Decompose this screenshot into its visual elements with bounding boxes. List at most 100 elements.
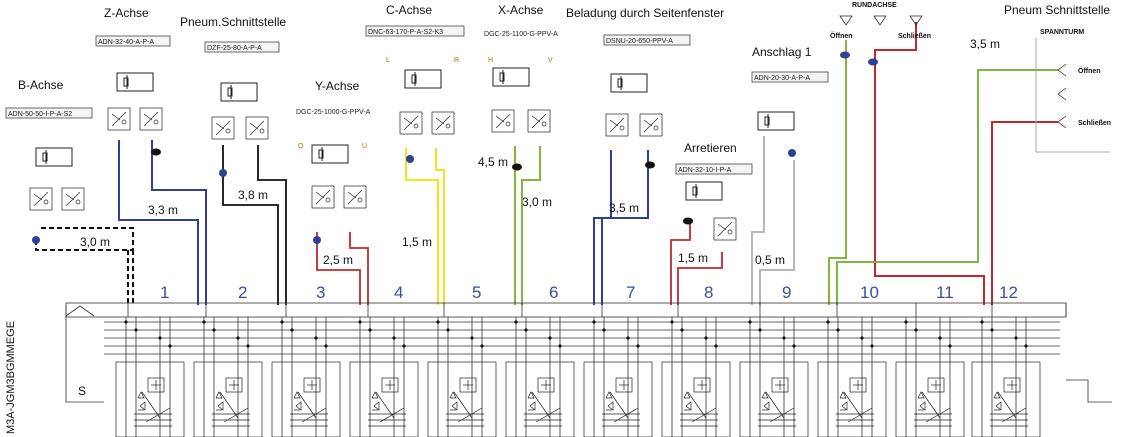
cylinder-x-achse <box>492 67 530 87</box>
valve-module-frame <box>271 361 341 437</box>
length-label: 3,0 m <box>522 195 552 209</box>
solenoid-valve-symbol <box>523 377 563 427</box>
valve-module-frame <box>193 361 263 437</box>
port-dot <box>32 236 40 244</box>
junction-dot <box>124 320 128 324</box>
code-x-achse: DGC-25-1100-G-PPV-A <box>484 31 558 38</box>
junction-dot <box>446 328 450 332</box>
code-b-achse: ADN-50-50-I-P-A-S2 <box>8 111 72 118</box>
port-label: H <box>488 57 493 64</box>
junction-dot <box>246 344 250 348</box>
label-beladung: Beladung durch Seitenfenster <box>566 6 724 20</box>
valve-module <box>971 317 1041 437</box>
cylinder-anschlag <box>757 111 795 131</box>
valve-module-frame <box>739 361 809 437</box>
valve-module <box>193 317 263 437</box>
throttle-valve <box>605 113 629 137</box>
valve-module <box>895 317 965 437</box>
throttle-valve <box>61 187 85 211</box>
code-z-achse: ADN-32-40-A-P-A <box>98 39 154 46</box>
junction-dot <box>826 320 830 324</box>
valve-module-frame <box>349 361 419 437</box>
port-label: O <box>298 143 304 150</box>
valve-number-6: 6 <box>549 283 558 302</box>
junction-dot <box>680 328 684 332</box>
solenoid-valve-symbol <box>757 377 797 427</box>
rundachse-open: Öffnen <box>830 31 853 40</box>
junction-dot <box>548 336 552 340</box>
length-label: 3,8 m <box>238 188 268 202</box>
label-x-achse: X-Achse <box>498 3 544 17</box>
line-y-achse-2 <box>349 232 369 305</box>
valve-module <box>427 317 497 437</box>
junction-dot <box>314 336 318 340</box>
valve-module-frame <box>583 361 653 437</box>
cylinder-beladung <box>610 73 648 93</box>
port-label: V <box>548 57 553 64</box>
valve-module <box>505 317 575 437</box>
valve-number-1: 1 <box>160 283 169 302</box>
cylinder-y-achse <box>311 144 349 164</box>
label-c-achse: C-Achse <box>386 3 432 17</box>
junction-dot <box>626 336 630 340</box>
junction-dot <box>524 328 528 332</box>
spannturm-port-symbols <box>1057 63 1067 129</box>
solenoid-valve-symbol <box>601 377 641 427</box>
valve-module-frame <box>895 361 965 437</box>
junction-dot <box>980 320 984 324</box>
junction-dot <box>480 344 484 348</box>
code-box <box>95 35 171 47</box>
code-arretieren: ADN-32-10-I-P-A <box>678 167 732 174</box>
port-dot <box>151 148 161 156</box>
line-spannturm-close <box>991 121 1058 305</box>
throttle-valve <box>431 111 455 135</box>
label-anschlag: Anschlag 1 <box>752 45 812 59</box>
length-label: 0,5 m <box>755 253 785 267</box>
s-label: S <box>78 384 86 398</box>
line-z-achse-blue-2 <box>151 140 207 305</box>
port-dot <box>840 51 850 59</box>
spannturm-open: Öffnen <box>1078 66 1101 75</box>
port-label: L <box>386 57 390 64</box>
junction-dot <box>134 328 138 332</box>
throttle-valve <box>107 107 131 131</box>
junction-dot <box>602 328 606 332</box>
cylinder-c-achse <box>404 69 442 89</box>
valve-module <box>271 317 341 437</box>
junction-dot <box>870 344 874 348</box>
valve-number-5: 5 <box>472 283 481 302</box>
junction-dot <box>392 336 396 340</box>
junction-dot <box>714 344 718 348</box>
port-dot <box>645 161 655 169</box>
code-box <box>204 41 280 53</box>
code-pneum-schnittstelle: DZF-25-80-A-P-A <box>207 45 262 52</box>
throttle-valve <box>211 116 235 140</box>
port-dot <box>406 155 414 163</box>
junction-dot <box>938 336 942 340</box>
solenoid-valve-symbol <box>211 377 251 427</box>
junction-dot <box>358 320 362 324</box>
solenoid-valve-symbol <box>679 377 719 427</box>
spannturm-title: Pneum Schnittstelle <box>1004 3 1110 17</box>
port-dot <box>683 217 693 225</box>
terminal-roof <box>65 305 95 317</box>
code-box <box>5 107 93 119</box>
port-dot <box>219 169 227 177</box>
length-label: 1,5 m <box>402 235 432 249</box>
valve-module <box>583 317 653 437</box>
length-label: 3,0 m <box>80 235 110 249</box>
line-c-achse <box>405 148 439 305</box>
junction-dot <box>782 336 786 340</box>
junction-dot <box>436 320 440 324</box>
line-anschlag-2 <box>759 160 795 305</box>
label-arretieren: Arretieren <box>684 141 737 155</box>
throttle-valve <box>491 109 515 133</box>
code-box <box>751 71 829 83</box>
line-x-achse-2 <box>521 146 541 305</box>
junction-dot <box>236 336 240 340</box>
code-c-achse: DNC-63-170-P-A-S2-K3 <box>368 29 443 36</box>
length-label: 3,3 m <box>148 203 178 217</box>
junction-dot <box>290 328 294 332</box>
valve-number-7: 7 <box>626 283 635 302</box>
